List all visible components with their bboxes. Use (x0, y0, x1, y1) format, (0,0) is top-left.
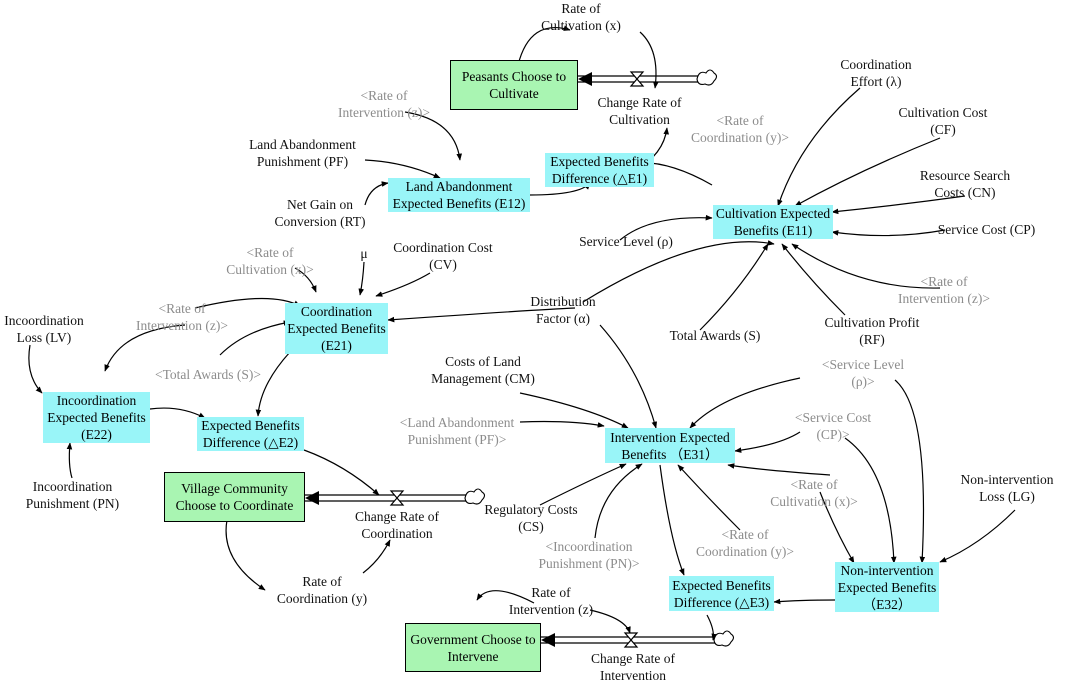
label-service-level: Service Level (ρ) (579, 234, 673, 249)
label-mu: μ (360, 246, 368, 261)
shadow-service-cost: <Service Cost (CP)> (794, 410, 872, 442)
stock-government-intervene[interactable]: Government Choose to Intervene (405, 623, 541, 672)
label-distribution-factor: Distribution Factor (α) (530, 294, 596, 326)
valve-icon-cultivation (629, 71, 645, 87)
node-e32[interactable]: Non-intervention Expected Benefits （E32） (835, 562, 939, 612)
label-cultivation-cost: Cultivation Cost (CF) (898, 105, 988, 137)
label-incoordination-punishment: Incoordination Punishment (PN) (25, 479, 120, 511)
valve-icon-coordination (389, 490, 405, 506)
flow-arrowhead-coordination (305, 491, 319, 505)
shadow-rate-of-cultivation-right: <Rate of Cultivation (x)> (770, 477, 858, 509)
shadow-incoordination-punishment: <Incoordination Punishment (PN)> (538, 539, 640, 571)
shadow-rate-of-intervention-right: <Rate of Intervention (z)> (898, 274, 990, 306)
shadow-rate-of-coordination-top: <Rate of Coordination (y)> (691, 113, 789, 145)
label-service-cost: Service Cost (CP) (937, 222, 1036, 237)
cloud-icon-intervention (713, 630, 735, 647)
node-e11[interactable]: Cultivation Expected Benefits (E11) (713, 205, 833, 239)
label-coordination-effort: Coordination Effort (λ) (840, 57, 912, 89)
label-costs-of-land-management: Costs of Land Management (CM) (431, 354, 535, 386)
node-delta-e1[interactable]: Expected Benefits Difference (△E1) (545, 153, 654, 187)
node-e21[interactable]: Coordination Expected Benefits (E21) (285, 303, 388, 354)
label-change-rate-of-intervention: Change Rate of Intervention (591, 651, 675, 680)
label-resource-search-costs: Resource Search Costs (CN) (919, 168, 1011, 200)
node-e22[interactable]: Incoordination Expected Benefits (E22) (43, 392, 150, 443)
label-net-gain-on-conversion: Net Gain on Conversion (RT) (274, 197, 366, 229)
label-rate-of-intervention: Rate of Intervention (z) (508, 585, 594, 617)
shadow-service-level: <Service Level (ρ)> (821, 357, 905, 389)
cloud-icon-cultivation (696, 69, 718, 86)
shadow-rate-of-intervention-top: <Rate of Intervention (z)> (338, 88, 430, 120)
label-land-abandonment-punishment: Land Abandonment Punishment (PF) (249, 137, 356, 169)
label-cultivation-profit: Cultivation Profit (RF) (824, 315, 920, 347)
stock-peasants-cultivate[interactable]: Peasants Choose to Cultivate (450, 60, 578, 110)
label-change-rate-of-cultivation: Change Rate of Cultivation (597, 95, 682, 127)
stock-village-coordinate[interactable]: Village Community Choose to Coordinate (164, 472, 305, 522)
causal-links (28, 25, 1016, 641)
flow-arrowhead-intervention (541, 633, 555, 647)
shadow-rate-of-intervention-left: <Rate of Intervention (z)> (136, 301, 228, 333)
valve-icon-intervention (623, 632, 639, 648)
label-regulatory-costs: Regulatory Costs (CS) (484, 502, 578, 534)
node-delta-e2[interactable]: Expected Benefits Difference (△E2) (197, 417, 304, 451)
flow-pipe-coordination (305, 494, 466, 502)
label-change-rate-of-coordination: Change Rate of Coordination (355, 509, 439, 541)
label-coordination-cost: Coordination Cost (CV) (393, 240, 493, 272)
node-e12[interactable]: Land Abandonment Expected Benefits (E12) (388, 178, 530, 212)
label-non-intervention-loss: Non-intervention Loss (LG) (960, 472, 1054, 504)
node-e31[interactable]: Intervention Expected Benefits （E31） (605, 428, 735, 463)
cloud-icon-coordination (464, 488, 486, 505)
node-delta-e3[interactable]: Expected Benefits Difference (△E3) (669, 576, 774, 611)
shadow-rate-of-cultivation-left: <Rate of Cultivation (x)> (226, 245, 314, 277)
label-rate-of-coordination: Rate of Coordination (y) (276, 574, 368, 606)
shadow-rate-of-coordination-bottom: <Rate of Coordination (y)> (696, 527, 794, 559)
label-incoordination-loss: Incoordination Loss (LV) (4, 313, 84, 345)
label-total-awards: Total Awards (S) (669, 328, 761, 343)
flow-arrowhead-cultivation (578, 72, 592, 86)
shadow-land-abandonment-punishment: <Land Abandonment Punishment (PF)> (399, 415, 515, 447)
label-rate-of-cultivation: Rate of Cultivation (x) (541, 1, 621, 33)
shadow-total-awards: <Total Awards (S)> (154, 367, 262, 382)
flow-pipe-intervention (541, 636, 715, 644)
